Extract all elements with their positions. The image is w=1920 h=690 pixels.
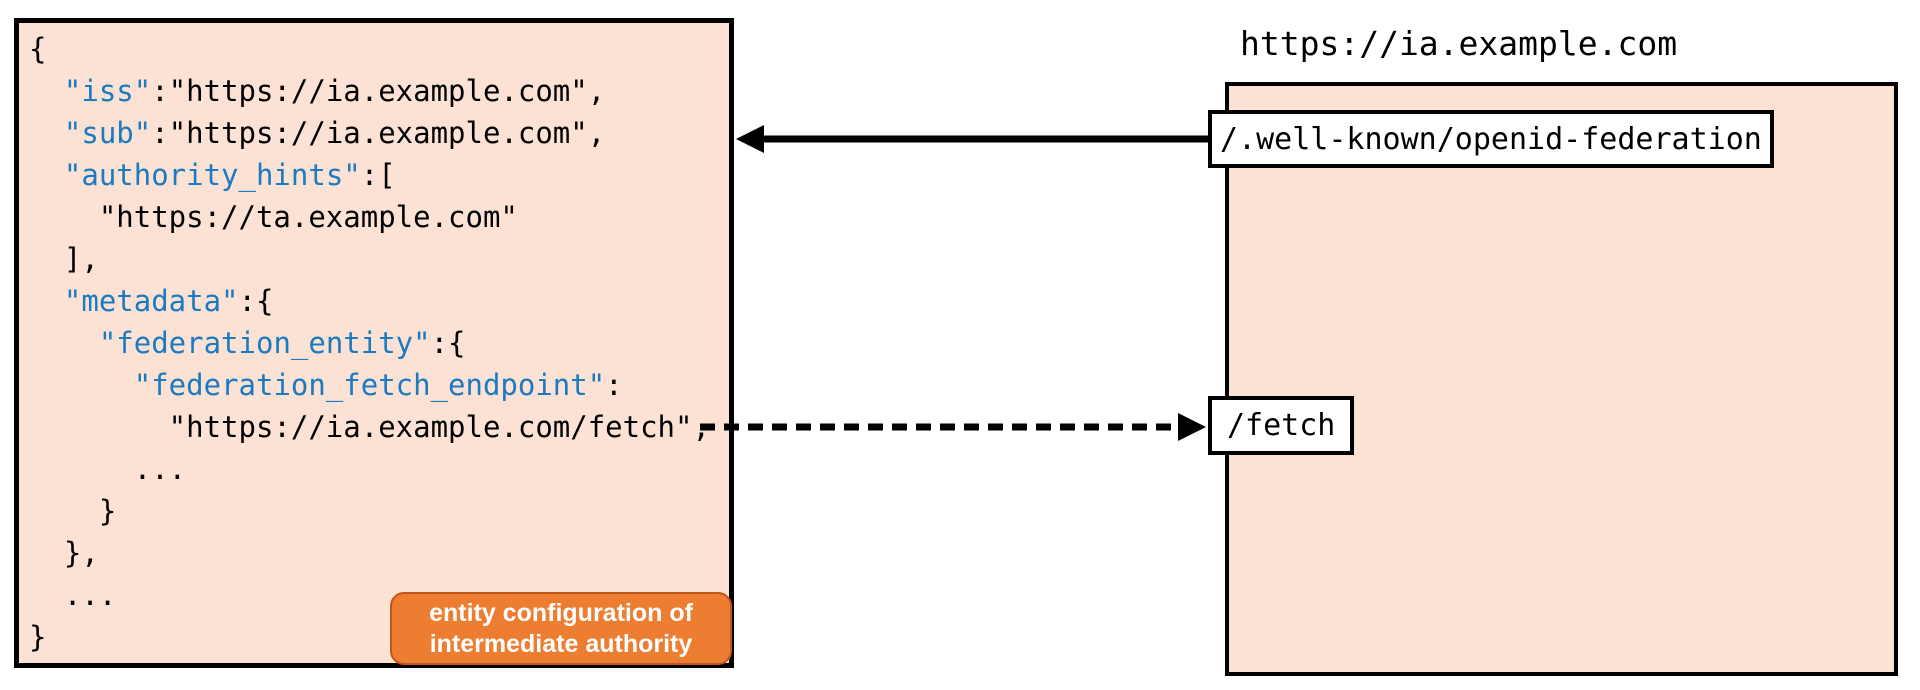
code-line: } bbox=[29, 490, 729, 532]
json-text: "https://ta.example.com" bbox=[29, 200, 518, 234]
code-line: { bbox=[29, 28, 729, 70]
ia-server-panel bbox=[1225, 82, 1898, 676]
code-line: }, bbox=[29, 532, 729, 574]
well-known-endpoint-label: /.well-known/openid-federation bbox=[1208, 110, 1774, 168]
json-text bbox=[29, 158, 64, 192]
json-text bbox=[29, 368, 134, 402]
json-key: "authority_hints" bbox=[63, 158, 361, 192]
code-line: "authority_hints":[ bbox=[29, 154, 729, 196]
json-text: }, bbox=[29, 536, 99, 570]
code-line: } bbox=[29, 616, 729, 658]
json-text bbox=[29, 326, 99, 360]
json-key: "federation_fetch_endpoint" bbox=[133, 368, 606, 402]
json-key: "metadata" bbox=[63, 284, 239, 318]
fetch-endpoint-label: /fetch bbox=[1208, 396, 1355, 455]
code-line: ], bbox=[29, 238, 729, 280]
code-line: "metadata":{ bbox=[29, 280, 729, 322]
entity-configuration-badge: entity configuration of intermediate aut… bbox=[390, 592, 732, 665]
server-url-label: https://ia.example.com bbox=[1240, 24, 1678, 63]
json-text: :{ bbox=[430, 326, 466, 360]
badge-line-2: intermediate authority bbox=[429, 629, 693, 658]
code-line: "sub":"https://ia.example.com", bbox=[29, 112, 729, 154]
code-line: "https://ia.example.com/fetch", bbox=[29, 406, 729, 448]
json-text: ... bbox=[29, 452, 187, 486]
badge-line-1: entity configuration of bbox=[429, 598, 693, 627]
code-line: "federation_fetch_endpoint": bbox=[29, 364, 729, 406]
entity-configuration-panel: { "iss":"https://ia.example.com", "sub":… bbox=[14, 18, 734, 668]
json-text: ], bbox=[29, 242, 99, 276]
json-text: { bbox=[29, 32, 47, 66]
code-line: "https://ta.example.com" bbox=[29, 196, 729, 238]
json-key: "federation_entity" bbox=[98, 326, 431, 360]
json-text: :{ bbox=[238, 284, 274, 318]
code-line: ... bbox=[29, 448, 729, 490]
json-text bbox=[29, 116, 64, 150]
code-line: ... bbox=[29, 574, 729, 616]
json-text: } bbox=[29, 620, 47, 654]
json-key: "sub" bbox=[63, 116, 152, 150]
json-code: { "iss":"https://ia.example.com", "sub":… bbox=[29, 28, 729, 658]
json-text bbox=[29, 74, 64, 108]
json-text: } bbox=[29, 494, 117, 528]
code-line: "federation_entity":{ bbox=[29, 322, 729, 364]
well-known-to-config-arrow bbox=[736, 125, 1208, 153]
json-text: :[ bbox=[360, 158, 396, 192]
well-known-endpoint-text: /.well-known/openid-federation bbox=[1220, 121, 1762, 157]
json-text bbox=[29, 284, 64, 318]
json-text: : bbox=[605, 368, 623, 402]
dashed-arrowhead-right-icon bbox=[1178, 413, 1206, 441]
json-key: "iss" bbox=[63, 74, 152, 108]
json-text: "https://ia.example.com/fetch", bbox=[29, 410, 710, 444]
json-text: :"https://ia.example.com", bbox=[151, 116, 606, 150]
fetch-endpoint-to-fetch-arrow bbox=[700, 413, 1206, 441]
fetch-endpoint-text: /fetch bbox=[1227, 408, 1336, 443]
code-line: "iss":"https://ia.example.com", bbox=[29, 70, 729, 112]
solid-arrowhead-left-icon bbox=[736, 125, 764, 153]
json-text: ... bbox=[29, 578, 117, 612]
json-text: :"https://ia.example.com", bbox=[151, 74, 606, 108]
